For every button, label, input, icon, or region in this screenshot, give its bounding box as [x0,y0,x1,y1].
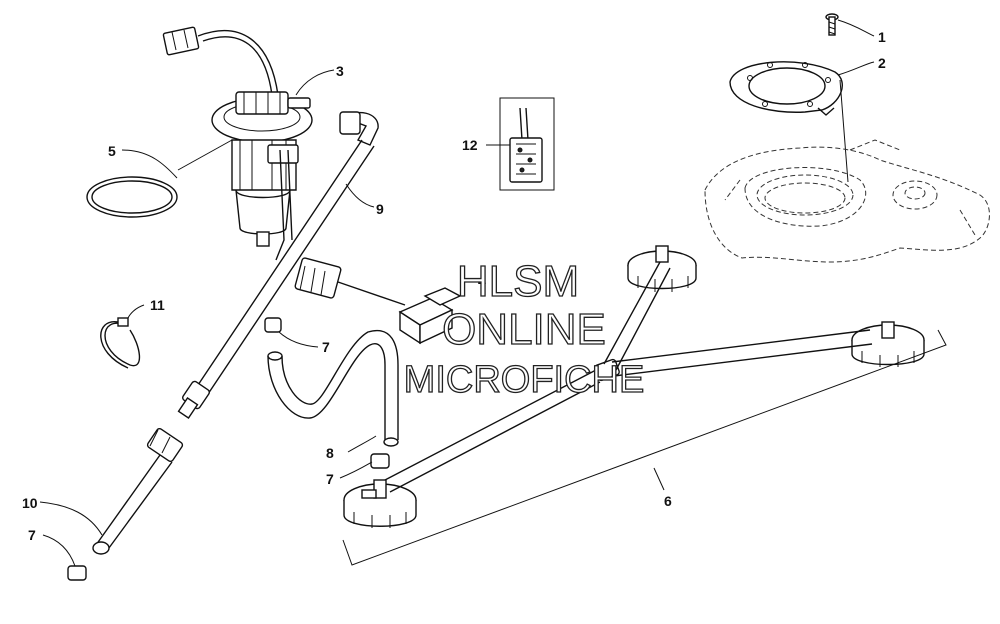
fuel-tank-outline [704,139,990,263]
part-1-screw [825,13,839,36]
callout-2: 2 [878,55,886,71]
callout-9: 9 [376,201,384,217]
callout-8: 8 [326,445,334,461]
callout-7-lower: 7 [28,527,36,543]
callout-4: 4 [478,273,486,289]
part-7-clamp-lower [67,565,87,581]
callout-7-upper: 7 [322,339,330,355]
watermark-line-3: MICROFICHE [404,359,645,401]
callout-5: 5 [108,143,116,159]
part-9-fuel-line [177,111,379,419]
part-8-hose [267,329,399,447]
part-7-clamp-middle [370,453,390,469]
callout-10: 10 [22,495,38,511]
part-2-mounting-ring [729,61,843,116]
part-12-harness-detail [499,97,555,191]
part-5-o-ring [86,176,178,218]
part-6-pickup-assembly [342,245,947,566]
callout-1: 1 [878,29,886,45]
watermark-line-2: ONLINE [442,305,606,354]
part-7-clamp-upper [264,317,282,333]
callout-3: 3 [336,63,344,79]
part-4-level-sender [294,257,462,345]
part-11-clamp [100,317,141,369]
leader-lines [39,19,875,567]
callout-7-middle: 7 [326,471,334,487]
callout-6: 6 [664,493,672,509]
part-10-fuel-line [92,427,184,555]
callout-12: 12 [462,137,478,153]
watermark: HLSM ONLINE MICROFICHE [403,256,645,401]
part-3-fuel-pump [162,26,313,261]
watermark-line-1: HLSM [457,257,579,306]
callout-11: 11 [150,297,165,313]
